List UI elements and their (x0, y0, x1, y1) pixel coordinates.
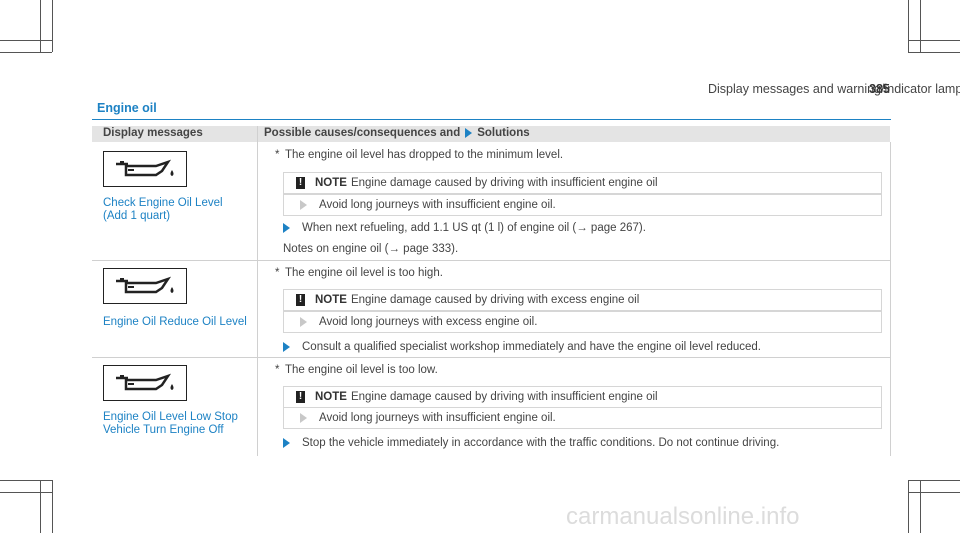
crop-mark (0, 480, 52, 481)
message-engine-oil-reduce-oil-level: Engine Oil Reduce Oil Level (103, 316, 247, 329)
section-rule (92, 119, 891, 120)
warning-icon: ! (296, 294, 305, 306)
message-engine-oil-level-low: Engine Oil Level Low Stop Vehicle Turn E… (103, 411, 238, 437)
note-row: ! NOTE Engine damage caused by driving w… (296, 294, 639, 306)
crop-mark (52, 480, 53, 533)
column-divider (257, 126, 258, 456)
avoid-box: Avoid long journeys with insufficient en… (283, 194, 882, 216)
crop-mark (908, 40, 960, 41)
crop-mark (908, 0, 909, 52)
warning-icon: ! (296, 391, 305, 403)
column-header-solutions-text: Solutions (477, 127, 530, 139)
action-row: Consult a qualified specialist workshop … (283, 341, 761, 353)
crop-mark (920, 0, 921, 52)
oil-can-icon (103, 151, 187, 187)
running-header-title: Display messages and warning/indicator l… (708, 82, 960, 96)
arrow-right-icon (283, 222, 290, 233)
crop-mark (920, 480, 921, 533)
note-text: Engine damage caused by driving with ins… (350, 177, 658, 189)
row-divider (92, 260, 890, 261)
oil-can-icon (116, 159, 174, 177)
crop-mark (908, 480, 909, 533)
note-box: ! NOTE Engine damage caused by driving w… (283, 172, 882, 194)
note-text: Engine damage caused by driving with exc… (350, 294, 640, 306)
arrow-right-icon (300, 317, 307, 327)
column-header-display-messages: Display messages (103, 127, 203, 139)
action-row: Stop the vehicle immediately in accordan… (283, 437, 779, 449)
cause-text: The engine oil level has dropped to the … (285, 149, 564, 161)
crop-mark (908, 492, 960, 493)
avoid-text: Avoid long journeys with insufficient en… (319, 412, 556, 424)
message-line: Engine Oil Level Low Stop (103, 411, 238, 423)
message-line: Check Engine Oil Level (103, 197, 223, 209)
message-check-engine-oil-level: Check Engine Oil Level (Add 1 quart) (103, 197, 223, 223)
crop-mark (908, 52, 960, 53)
cause-text: The engine oil level is too low. (285, 364, 438, 376)
note-row: ! NOTE Engine damage caused by driving w… (296, 391, 658, 403)
extra-text: Notes on engine oil (→ page 333). (283, 243, 459, 255)
note-box: ! NOTE Engine damage caused by driving w… (283, 289, 882, 311)
column-header-causes-text: Possible causes/consequences and (264, 127, 461, 139)
avoid-text: Avoid long journeys with insufficient en… (319, 199, 556, 211)
note-box: ! NOTE Engine damage caused by driving w… (283, 386, 882, 408)
arrow-right-icon (300, 413, 307, 423)
table-right-border (890, 142, 891, 456)
note-keyword: NOTE (315, 294, 347, 306)
message-line: Vehicle Turn Engine Off (103, 424, 224, 436)
avoid-row: Avoid long journeys with excess engine o… (300, 316, 537, 328)
message-line: Engine Oil Reduce Oil Level (103, 316, 247, 328)
cause-text: The engine oil level is too high. (285, 267, 443, 279)
watermark: carmanualsonline.info (566, 503, 800, 530)
crop-mark (40, 480, 41, 533)
oil-can-icon (103, 268, 187, 304)
note-text: Engine damage caused by driving with ins… (350, 391, 658, 403)
note-row: ! NOTE Engine damage caused by driving w… (296, 177, 658, 189)
bullet-marker: * (275, 149, 280, 161)
arrow-right-icon (300, 200, 307, 210)
oil-can-icon (116, 276, 174, 294)
message-line: (Add 1 quart) (103, 210, 171, 222)
action-text: Stop the vehicle immediately in accordan… (302, 437, 780, 449)
crop-mark (908, 480, 960, 481)
arrow-right-icon (465, 127, 473, 138)
avoid-box: Avoid long journeys with insufficient en… (283, 407, 882, 429)
note-keyword: NOTE (315, 391, 347, 403)
crop-mark (0, 40, 52, 41)
oil-can-icon (116, 373, 174, 391)
avoid-text: Avoid long journeys with excess engine o… (319, 316, 538, 328)
warning-icon: ! (296, 177, 305, 189)
bullet-marker: * (275, 364, 280, 376)
row-divider (92, 357, 890, 358)
avoid-row: Avoid long journeys with insufficient en… (300, 412, 556, 424)
action-row: When next refueling, add 1.1 US qt (1 l)… (283, 222, 646, 234)
avoid-row: Avoid long journeys with insufficient en… (300, 199, 556, 211)
table-header (92, 126, 890, 142)
action-text: Consult a qualified specialist workshop … (302, 341, 761, 353)
page-number: 385 (869, 82, 890, 96)
column-header-causes: Possible causes/consequences and Solution… (264, 127, 530, 139)
arrow-right-icon (283, 437, 290, 448)
action-text: When next refueling, add 1.1 US qt (1 l)… (302, 222, 646, 234)
oil-can-icon (103, 365, 187, 401)
bullet-marker: * (275, 267, 280, 279)
crop-mark (40, 0, 41, 52)
crop-mark (0, 52, 52, 53)
avoid-box: Avoid long journeys with excess engine o… (283, 311, 882, 333)
crop-mark (0, 492, 52, 493)
section-title: Engine oil (97, 101, 157, 115)
note-keyword: NOTE (315, 177, 347, 189)
arrow-right-icon (283, 341, 290, 352)
crop-mark (52, 0, 53, 52)
